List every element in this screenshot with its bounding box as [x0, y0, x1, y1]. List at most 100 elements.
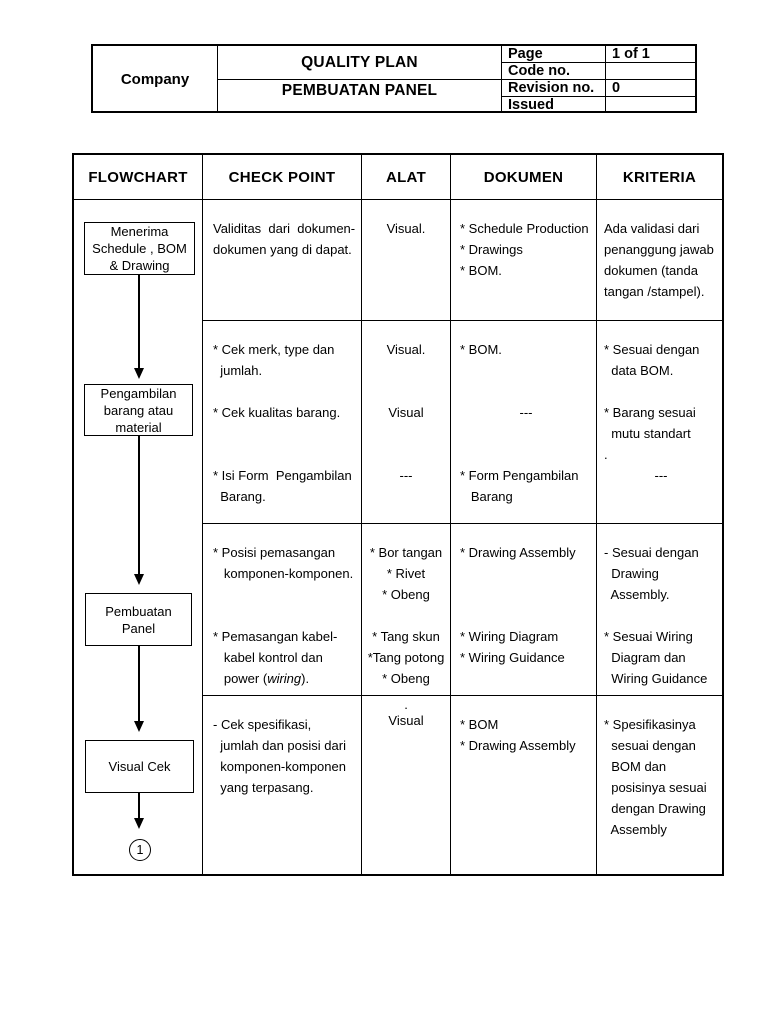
table-text-line: jumlah.	[213, 363, 263, 378]
table-text-line: Diagram dan	[604, 650, 686, 665]
table-text-line	[213, 444, 356, 465]
cell-row3-alat: * Bor tangan* Rivet* Obeng* Tang skun*Ta…	[361, 523, 450, 695]
table-text-line: * Wiring Diagram	[460, 629, 559, 644]
table-text-line: * Obeng	[382, 587, 430, 602]
table-text-line: * Drawing Assembly	[460, 738, 576, 753]
table-text-line: * BOM.	[460, 263, 502, 278]
table-text-line	[460, 381, 592, 402]
table-text-line: dokumen (tanda	[604, 263, 698, 278]
column-header-check-point: CHECK POINT	[202, 155, 361, 200]
table-text-line: penanggung jawab	[604, 242, 714, 257]
flowchart-connector-line	[138, 275, 140, 370]
table-text-line	[362, 444, 450, 465]
flowchart-node-label-line: Menerima	[110, 224, 169, 239]
cell-row4-kriteria: * Spesifikasinya sesuai dengan BOM dan p…	[596, 695, 722, 874]
cell-row2-check-point: * Cek merk, type dan jumlah.* Cek kualit…	[202, 320, 361, 523]
document-subtitle: PEMBUATAN PANEL	[218, 79, 501, 113]
cell-row2-dokumen: * BOM. --- * Form Pengambilan Barang	[450, 320, 596, 523]
flowchart-node-label-line: Pembuatan	[105, 603, 172, 619]
table-text-line: ---	[399, 468, 413, 483]
table-text-line: * Pemasangan kabel-	[213, 629, 338, 644]
meta-label-revision-no: Revision no.	[501, 79, 605, 96]
table-text-line	[460, 584, 592, 605]
flowchart-node-menerima-schedule: Menerima Schedule , BOM & Drawing	[84, 222, 195, 275]
table-text-line: BOM dan	[604, 759, 667, 774]
table-text-line	[460, 444, 592, 465]
table-text-line: Barang	[460, 489, 513, 504]
flowchart-node-label-line: material	[115, 419, 162, 435]
column-header-alat: ALAT	[361, 155, 450, 200]
table-text-line: ---	[519, 405, 533, 420]
table-text-line: ---	[654, 468, 668, 483]
table-text-line	[460, 605, 592, 626]
cell-row3-kriteria: - Sesuai dengan Drawing Assembly.* Sesua…	[596, 523, 722, 695]
meta-value-revision-no: 0	[605, 79, 695, 96]
table-text-line: Visual	[388, 405, 424, 420]
table-text-line: tangan /stampel).	[604, 284, 705, 299]
flowchart-node-label-line: Visual Cek	[108, 759, 171, 774]
table-text-line: * Sesuai Wiring	[604, 629, 693, 644]
table-text-line	[604, 381, 718, 402]
table-text-line: jumlah dan posisi dari	[213, 738, 346, 753]
meta-value-page: 1 of 1	[605, 46, 695, 62]
table-text-line	[460, 423, 592, 444]
meta-label-issued: Issued	[501, 96, 605, 113]
arrow-down-icon	[133, 818, 144, 829]
cell-row2-alat: Visual. Visual ---	[361, 320, 450, 523]
table-text-line: sesuai dengan	[604, 738, 696, 753]
table-text-line: * Barang sesuai	[604, 405, 696, 420]
table-text-line: * Form Pengambilan	[460, 468, 579, 483]
table-text-line: mutu standart	[604, 426, 691, 441]
table-text-line: posisinya sesuai	[604, 780, 707, 795]
table-text-line: * Posisi pemasangan	[213, 545, 336, 560]
flowchart-node-label-line: Schedule , BOM	[92, 241, 187, 256]
table-text-line: Barang.	[213, 489, 266, 504]
table-text-line	[213, 605, 356, 626]
cell-row4-check-point: - Cek spesifikasi, jumlah dan posisi dar…	[202, 695, 361, 874]
table-text-line: * Obeng	[382, 671, 430, 686]
document-title: QUALITY PLAN	[301, 53, 418, 71]
table-text-line	[362, 423, 450, 444]
table-text-line: Wiring Guidance	[604, 671, 708, 686]
cell-row3-dokumen: * Drawing Assembly* Wiring Diagram* Wiri…	[450, 523, 596, 695]
table-text-line: Assembly.	[604, 587, 670, 602]
table-text-line	[460, 563, 592, 584]
flowchart-node-label-line: & Drawing	[109, 258, 170, 273]
meta-label-code-no: Code no.	[501, 62, 605, 79]
arrow-down-icon	[133, 368, 144, 379]
table-text-line: * Bor tangan	[369, 545, 443, 560]
company-cell: Company	[93, 46, 218, 113]
flowchart-column: Menerima Schedule , BOM & Drawing Pengam…	[74, 200, 202, 874]
table-text-line: Visual	[388, 713, 424, 728]
cell-row1-dokumen: * Schedule Production* Drawings* BOM.	[450, 200, 596, 320]
table-text-line: * Rivet	[386, 566, 426, 581]
table-text-line	[460, 360, 592, 381]
arrow-down-icon	[133, 574, 144, 585]
table-text-line: - Sesuai dengan	[604, 545, 699, 560]
table-text-line: komponen-komponen	[213, 759, 346, 774]
flowchart-node-label-line: Pengambilan	[100, 385, 177, 401]
table-text-line: *Tang potong	[367, 650, 445, 665]
table-text-line: * Isi Form Pengambilan	[213, 468, 352, 483]
meta-value-issued	[605, 96, 695, 113]
flowchart-connector-line	[138, 436, 140, 576]
flowchart-node-visual-cek: Visual Cek	[85, 740, 194, 793]
table-text-line	[213, 584, 356, 605]
table-text-line	[604, 605, 718, 626]
table-text-line: kabel kontrol dan	[213, 650, 323, 665]
table-text-line: dokumen yang di dapat.	[213, 242, 352, 257]
meta-label-page: Page	[501, 46, 605, 62]
table-text-line: Visual.	[386, 342, 426, 357]
table-text-line: * BOM.	[460, 342, 502, 357]
cell-row1-alat: Visual.	[361, 200, 450, 320]
table-text-line: Assembly	[604, 822, 667, 837]
table-text-line: yang terpasang.	[213, 780, 314, 795]
table-text-line: - Cek spesifikasi,	[213, 717, 312, 732]
table-text-line: .	[604, 447, 608, 462]
cell-row2-kriteria: * Sesuai dengan data BOM.* Barang sesuai…	[596, 320, 722, 523]
title-block: Company QUALITY PLAN PEMBUATAN PANEL Pag…	[91, 44, 697, 113]
flowchart-offpage-connector: 1	[129, 839, 151, 861]
table-text-line: Visual.	[386, 221, 426, 236]
table-text-line: * Spesifikasinya	[604, 717, 696, 732]
